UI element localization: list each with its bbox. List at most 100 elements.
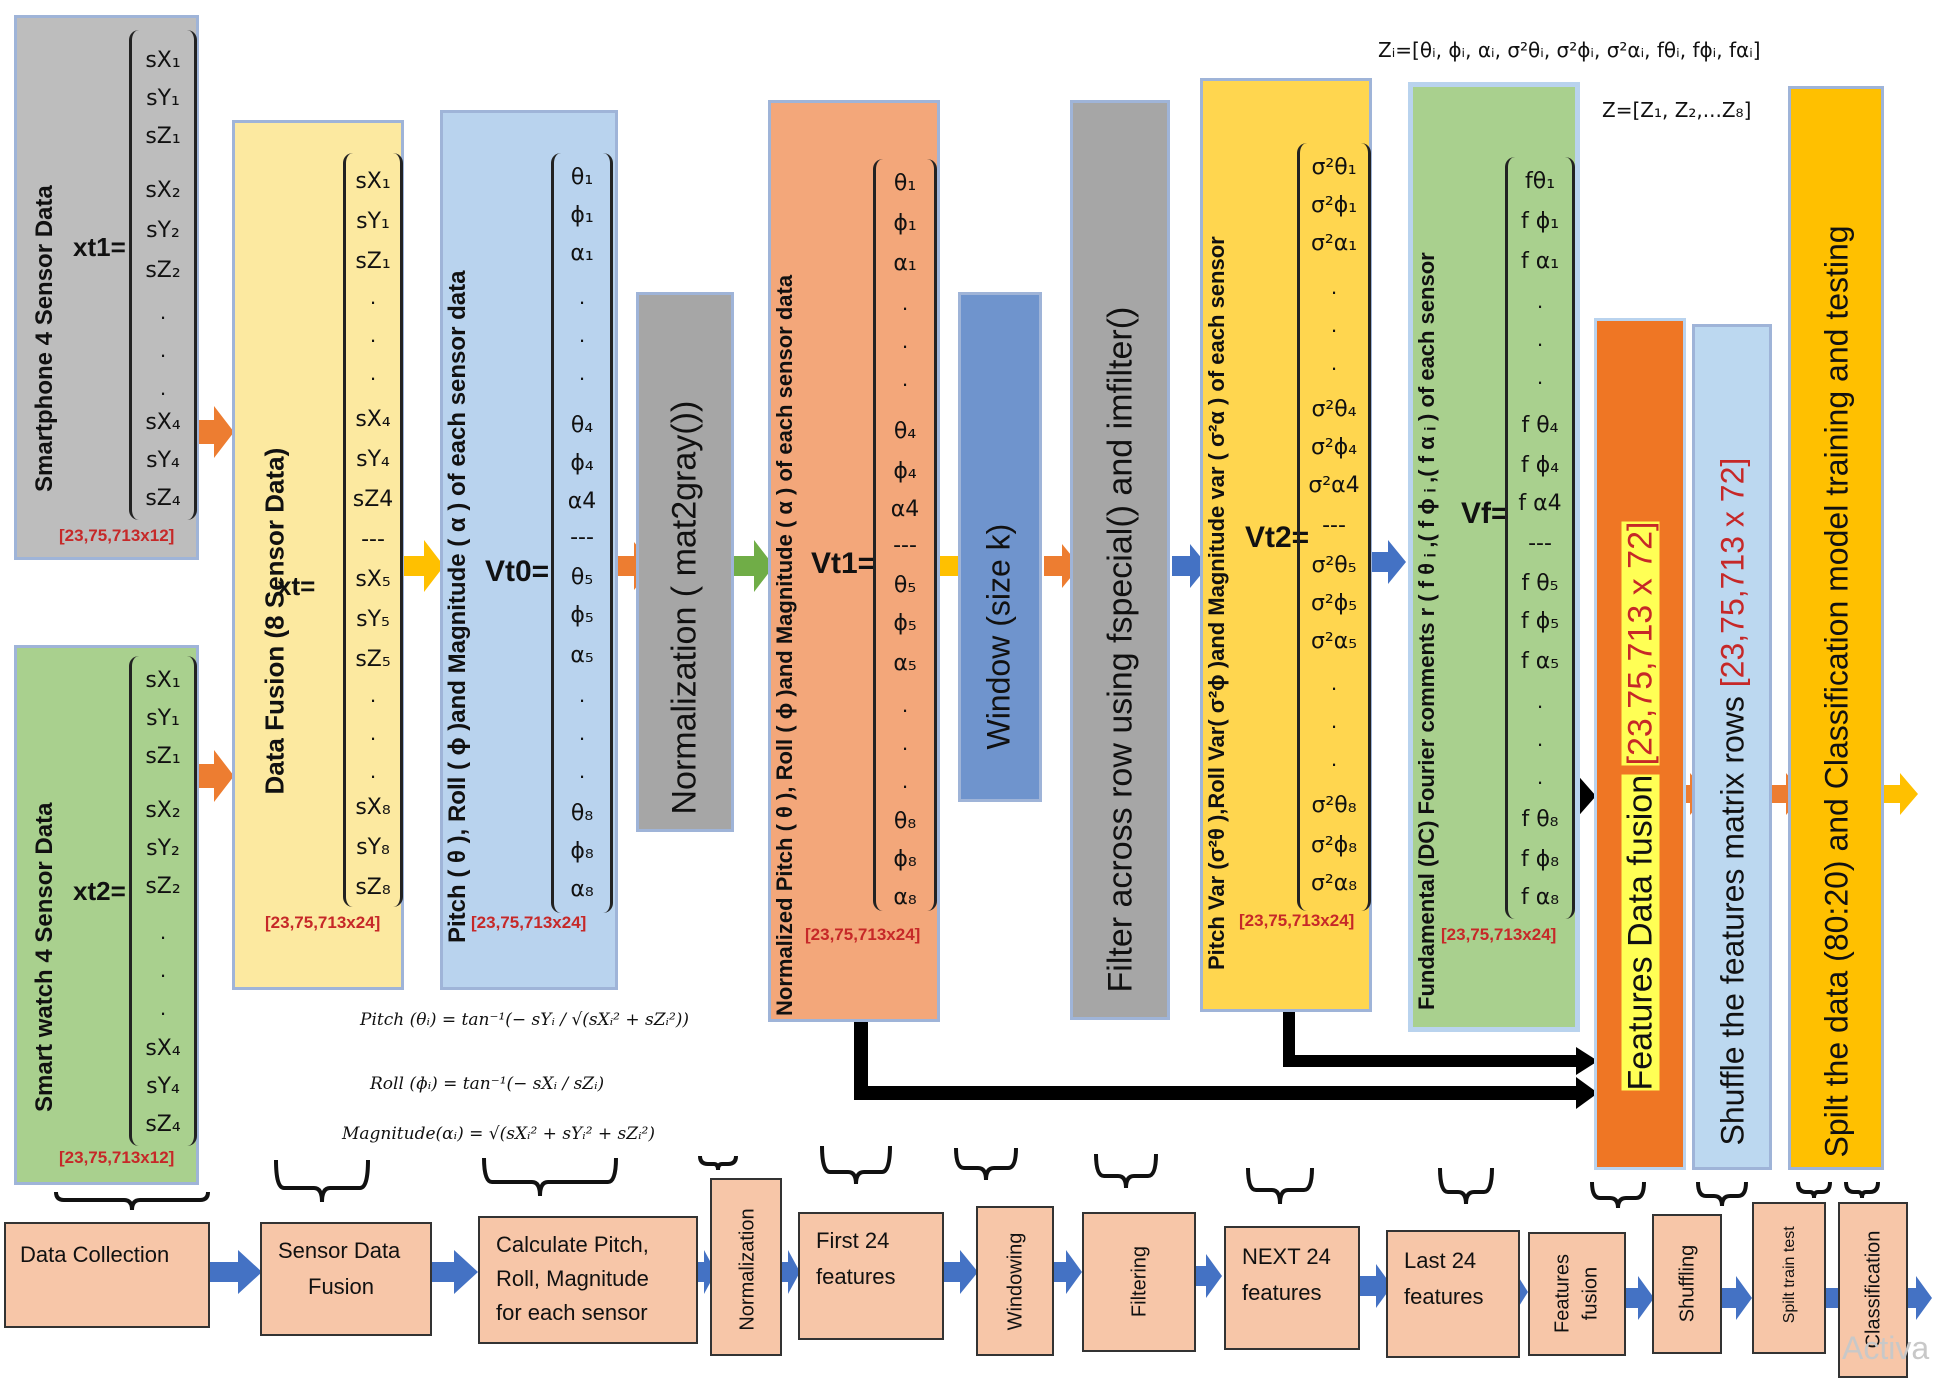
vt1-dims: [23,75,713x24]	[805, 925, 921, 944]
vt0-panel: Pitch ( θ ), Roll ( ɸ )and Magnitude ( α…	[440, 110, 618, 990]
process-arrows	[210, 1250, 1932, 1320]
step-split-train-test: Spilt train test	[1752, 1202, 1826, 1354]
window-panel: Window (size k)	[958, 292, 1042, 802]
matrix-cell: sY₈	[356, 835, 390, 860]
matrix-cell: f α₅	[1520, 649, 1560, 674]
matrix-cell: σ²α₁	[1310, 231, 1358, 256]
matrix-cell: ɸ₄	[893, 459, 917, 484]
matrix-ellipsis: ···	[901, 697, 909, 798]
matrix-cell: ---	[1528, 531, 1552, 556]
step-label: features	[816, 1264, 896, 1289]
matrix-cell: ---	[1322, 513, 1346, 538]
z-vector: Z=[Z₁, Z₂,...Z₈]	[1602, 98, 1752, 122]
matrix-cell: α₁	[893, 251, 917, 276]
vf-matrix: fθ₁ f ɸ₁ f α₁ ··· f θ₄ f ɸ₄ f α4 --- f θ…	[1505, 157, 1575, 919]
step-filtering: Filtering	[1082, 1212, 1196, 1352]
step-data-collection: Data Collection	[4, 1222, 210, 1328]
matrix-cell: θ₄	[893, 419, 917, 444]
pitch-formula: Pitch (θᵢ) = tan⁻¹(− sYᵢ / √(sXᵢ² + sZᵢ²…	[360, 1010, 690, 1030]
normalization-label: Normalization ( mat2gray())	[665, 400, 704, 815]
vf-dims: [23,75,713x24]	[1441, 925, 1557, 944]
arrow-split-out	[1884, 773, 1918, 815]
matrix-cell: sY₂	[146, 218, 180, 243]
features-fusion-panel: Features Data fusion [23,75,713 x 72]	[1594, 318, 1686, 1170]
connector-vt2-head	[1576, 1047, 1598, 1075]
brace-group	[54, 1145, 1880, 1211]
magnitude-formula: Magnitude(αᵢ) = √(sXᵢ² + sYᵢ² + sZᵢ²)	[342, 1124, 655, 1144]
vt0-matrix: θ₁ ɸ₁ α₁ ··· θ₄ ɸ₄ α4 --- θ₅ ɸ₅ α₅ ··· θ…	[551, 153, 613, 913]
step-label: features	[1242, 1280, 1322, 1305]
matrix-ellipsis: ···	[159, 304, 167, 405]
vt2-matrix: σ²θ₁ σ²ɸ₁ σ²α₁ ··· σ²θ₄ σ²ɸ₄ σ²α4 --- σ²…	[1297, 143, 1371, 911]
matrix-cell: α4	[890, 497, 920, 522]
step-label: for each sensor	[496, 1300, 648, 1325]
step-calculate-pitch: Calculate Pitch, Roll, Magnitude for eac…	[478, 1216, 698, 1344]
vt1-panel: Normalized Pitch ( θ ), Roll ( ɸ )and Ma…	[768, 100, 940, 1022]
vt2-panel: Pitch Var (σ²θ ),Roll Var( σ²ɸ )and Magn…	[1200, 78, 1372, 1012]
matrix-cell: sX₄	[355, 407, 391, 432]
data-fusion-dims: [23,75,713x24]	[265, 913, 381, 932]
smartwatch-dims: [23,75,713x12]	[59, 1148, 175, 1167]
matrix-cell: σ²θ₁	[1311, 155, 1357, 180]
matrix-cell: θ₁	[570, 165, 594, 190]
vt1-matrix: θ₁ ɸ₁ α₁ ··· θ₄ ɸ₄ α4 --- θ₅ ɸ₅ α₅ ··· θ…	[873, 159, 937, 911]
vt0-label: Pitch ( θ ), Roll ( ɸ )and Magnitude ( α…	[444, 270, 471, 943]
features-fusion-dims: [23,75,713 x 72]	[1621, 521, 1660, 766]
matrix-cell: sY₁	[146, 86, 180, 111]
step-label: Fusion	[308, 1274, 375, 1299]
matrix-cell: σ²α₅	[1310, 629, 1358, 654]
step-label: Roll, Magnitude	[496, 1266, 649, 1291]
smartphone-sensor-panel: Smartphone 4 Sensor Data xt1= sX₁ sY₁ sZ…	[14, 15, 199, 560]
matrix-cell: f θ₄	[1521, 413, 1559, 438]
step-windowing: Windowing	[976, 1206, 1054, 1356]
matrix-cell: sZ₄	[145, 486, 181, 511]
vf-panel: Fundamental (DC) Fourier comments r ( f …	[1408, 82, 1580, 1032]
matrix-cell: θ₈	[893, 809, 917, 834]
vf-label: Fundamental (DC) Fourier comments r ( f …	[1414, 252, 1439, 1010]
matrix-cell: σ²ɸ₁	[1310, 193, 1358, 218]
matrix-cell: sY₁	[146, 706, 180, 731]
matrix-cell: ---	[893, 533, 917, 558]
data-fusion-var: xt=	[277, 571, 316, 601]
matrix-cell: sX₅	[355, 567, 391, 592]
matrix-cell: f ɸ₅	[1520, 609, 1560, 634]
matrix-ellipsis: ···	[159, 924, 167, 1025]
connector-vt2-to-features	[1283, 1012, 1580, 1067]
matrix-cell: sX₁	[145, 48, 181, 73]
arrow-fusion-to-vt0	[404, 540, 444, 592]
step-label: Data Collection	[20, 1242, 170, 1267]
matrix-cell: ɸ₅	[893, 611, 917, 636]
matrix-cell: f α₈	[1520, 885, 1560, 910]
matrix-cell: σ²θ₈	[1311, 793, 1357, 818]
step-label: Normalization	[736, 1208, 759, 1331]
matrix-cell: ɸ₈	[570, 839, 594, 864]
matrix-cell: α4	[567, 489, 597, 514]
vt0-dims: [23,75,713x24]	[471, 913, 587, 932]
matrix-cell: sY₁	[356, 209, 390, 234]
data-fusion-matrix: sX₁ sY₁ sZ₁ ··· sX₄ sY₄ sZ4 --- sX₅ sY₅ …	[343, 153, 403, 907]
connector-vt1-to-features	[854, 1022, 1580, 1100]
vt1-label: Normalized Pitch ( θ ), Roll ( ɸ )and Ma…	[772, 274, 797, 1016]
matrix-cell: σ²ɸ₅	[1310, 591, 1358, 616]
window-label: Window (size k)	[980, 523, 1017, 750]
matrix-ellipsis: ···	[1536, 293, 1544, 394]
matrix-cell: sZ₁	[145, 744, 181, 769]
matrix-cell: f ɸ₄	[1520, 453, 1560, 478]
features-fusion-label: Features Data fusion [23,75,713 x 72]	[1621, 391, 1661, 1091]
matrix-cell: σ²θ₄	[1311, 397, 1357, 422]
matrix-cell: ɸ₅	[570, 603, 594, 628]
matrix-ellipsis: ···	[369, 289, 377, 390]
matrix-cell: α₅	[570, 643, 594, 668]
step-label: NEXT 24	[1242, 1244, 1331, 1269]
matrix-cell: sY₄	[146, 448, 180, 473]
matrix-ellipsis: ···	[578, 289, 586, 390]
matrix-cell: θ₄	[570, 413, 594, 438]
matrix-cell: sY₄	[356, 447, 390, 472]
matrix-cell: ɸ₁	[893, 211, 917, 236]
matrix-cell: sY₂	[146, 836, 180, 861]
step-label: Filtering	[1128, 1245, 1151, 1318]
smartphone-var: xt1=	[73, 232, 126, 262]
features-fusion-title: Features Data fusion	[1621, 774, 1660, 1091]
smartwatch-var: xt2=	[73, 876, 126, 906]
matrix-cell: θ₅	[570, 565, 594, 590]
